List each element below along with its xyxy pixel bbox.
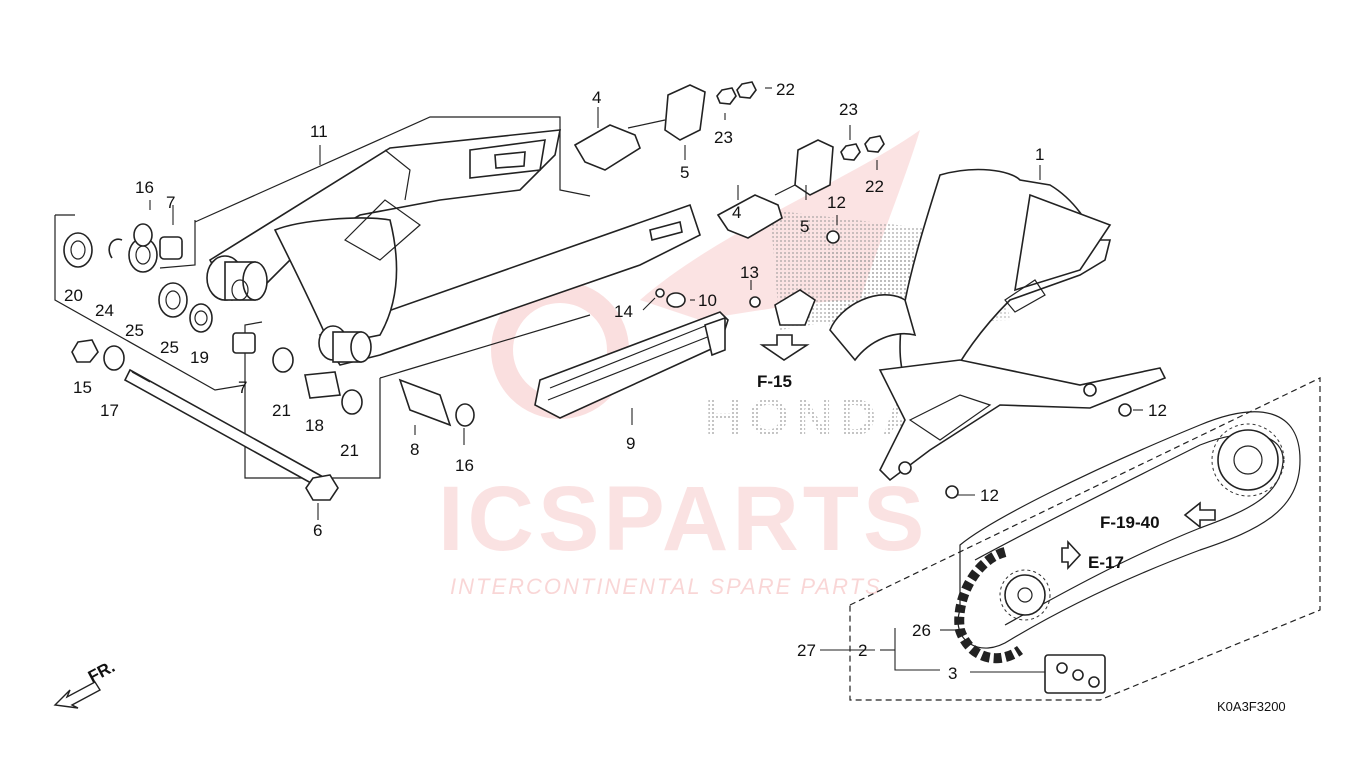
callout-7-top: 7 (166, 193, 175, 212)
front-direction-marker: FR. (53, 657, 118, 709)
rear-fender (749, 168, 1167, 499)
callout-19: 19 (190, 348, 209, 367)
callout-23-lower: 23 (839, 100, 858, 119)
callout-23-top: 23 (714, 128, 733, 147)
leader-lines (149, 87, 1143, 673)
diagram-code: K0A3F3200 (1217, 699, 1286, 714)
callout-25-a: 25 (125, 321, 144, 340)
callout-21-a: 21 (272, 401, 291, 420)
callout-22-lower: 22 (865, 177, 884, 196)
callout-labels: 1 2 3 4 4 5 5 6 7 7 8 9 10 11 12 12 12 1… (64, 80, 1167, 683)
arrow-down-left-icon (53, 681, 101, 709)
callout-7-lower: 7 (238, 378, 247, 397)
callout-12-a: 12 (827, 193, 846, 212)
callout-8: 8 (410, 440, 419, 459)
callout-18: 18 (305, 416, 324, 435)
callout-5-top: 5 (680, 163, 689, 182)
callout-3: 3 (948, 664, 957, 683)
front-sprocket-icon (1004, 574, 1046, 616)
watermark-tagline: INTERCONTINENTAL SPARE PARTS (450, 574, 882, 599)
section-refs: F-15 F-19-40 E-17 (757, 372, 1160, 572)
callout-5-lower: 5 (800, 217, 809, 236)
callout-27: 27 (797, 641, 816, 660)
callout-12-b: 12 (1148, 401, 1167, 420)
callout-16-lower: 16 (455, 456, 474, 475)
ref-f-19-40: F-19-40 (1100, 513, 1160, 532)
callout-20: 20 (64, 286, 83, 305)
callout-15: 15 (73, 378, 92, 397)
ref-e-17: E-17 (1088, 553, 1124, 572)
watermark-brand: HONDA (705, 389, 926, 447)
callout-21-b: 21 (340, 441, 359, 460)
rear-sprocket-icon (1217, 429, 1279, 491)
callout-16-top: 16 (135, 178, 154, 197)
callout-10: 10 (698, 291, 717, 310)
callout-1: 1 (1035, 145, 1044, 164)
chain-adjusters (573, 81, 885, 239)
callout-2: 2 (858, 641, 867, 660)
callout-26: 26 (912, 621, 931, 640)
drive-chain (759, 334, 1321, 701)
pivot-hardware (54, 214, 475, 501)
callout-13: 13 (740, 263, 759, 282)
callout-4-top: 4 (592, 88, 601, 107)
callout-14: 14 (614, 302, 633, 321)
ref-f-15: F-15 (757, 372, 792, 391)
callout-6: 6 (313, 521, 322, 540)
callout-17: 17 (100, 401, 119, 420)
callout-4-lower: 4 (732, 203, 741, 222)
callout-22-top: 22 (776, 80, 795, 99)
callout-9: 9 (626, 434, 635, 453)
watermark-main: ICSPARTS (438, 468, 928, 570)
callout-12-c: 12 (980, 486, 999, 505)
front-marker-label: FR. (85, 657, 118, 687)
chain-links (954, 547, 1023, 664)
callout-11: 11 (310, 122, 328, 141)
callout-25-b: 25 (160, 338, 179, 357)
chain-slider (534, 288, 729, 419)
swing-arm (159, 116, 701, 479)
callout-24: 24 (95, 301, 114, 320)
